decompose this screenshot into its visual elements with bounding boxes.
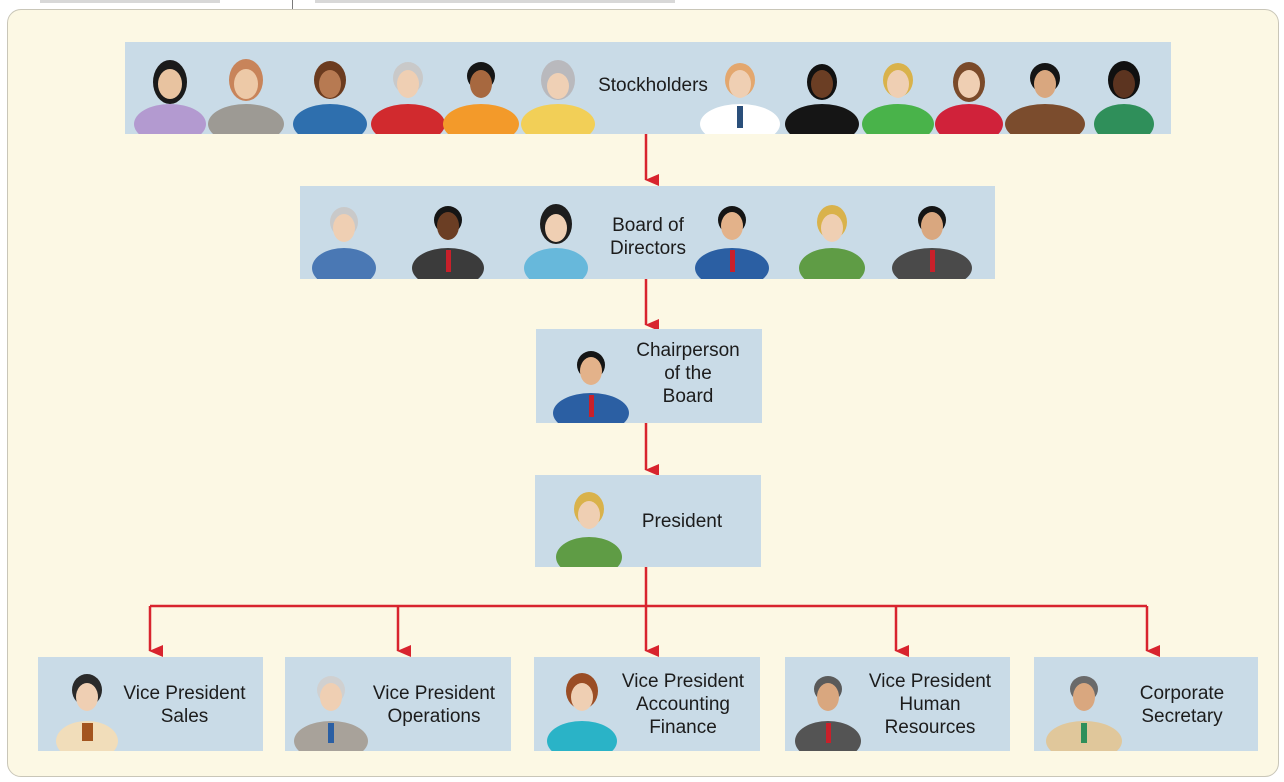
top-edge-fragment xyxy=(315,0,675,3)
stockholders-box: Stockholders xyxy=(125,42,1171,134)
vp-accounting-finance-label: Vice President Accounting Finance xyxy=(621,671,745,738)
board-members-icon xyxy=(312,204,972,279)
chairperson-label: Chairperson of the Board xyxy=(636,340,740,407)
board-label: Board of Directors xyxy=(609,215,686,259)
vp-accounting-finance-box: Vice President Accounting Finance xyxy=(534,657,760,751)
vp-human-resources-label: Vice President Human Resources xyxy=(868,671,992,738)
vp-human-resources-box: Vice President Human Resources xyxy=(785,657,1010,751)
vp-sales-label: Vice President Sales xyxy=(123,683,246,727)
board-of-directors-box: Board of Directors xyxy=(300,186,995,279)
top-edge-divider xyxy=(292,0,293,12)
vp-operations-label: Vice President Operations xyxy=(372,683,496,727)
president-box: President xyxy=(535,475,761,567)
corporate-secretary-icon xyxy=(1046,676,1122,751)
corporate-secretary-box: Corporate Secretary xyxy=(1034,657,1258,751)
chairperson-box: Chairperson of the Board xyxy=(536,329,762,423)
vp-sales-icon xyxy=(56,674,118,751)
chairperson-icon xyxy=(553,351,629,423)
top-edge xyxy=(0,0,1284,12)
corporate-secretary-label: Corporate Secretary xyxy=(1139,683,1225,727)
vp-accounting-finance-icon xyxy=(547,673,617,751)
vp-human-resources-icon xyxy=(795,676,861,751)
president-icon xyxy=(556,492,622,567)
org-chart-panel xyxy=(7,9,1279,777)
top-edge-fragment xyxy=(40,0,220,3)
stockholders-group-icon xyxy=(134,59,1154,134)
vp-sales-box: Vice President Sales xyxy=(38,657,263,751)
vp-operations-box: Vice President Operations xyxy=(285,657,511,751)
president-label: President xyxy=(641,511,723,532)
vp-operations-icon xyxy=(294,676,368,751)
stockholders-label: Stockholders xyxy=(598,75,708,96)
